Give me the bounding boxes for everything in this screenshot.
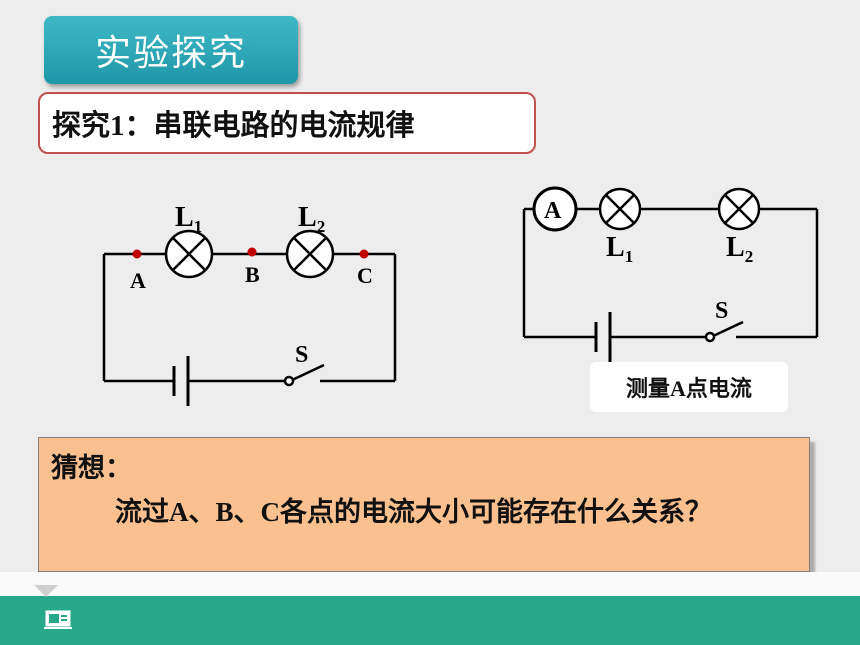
- footer-bar: [0, 596, 860, 645]
- right-circuit: [522, 186, 819, 362]
- right-lamp1-label: L1: [606, 232, 633, 266]
- left-switch-icon: [283, 363, 325, 387]
- guess-heading: 猜想：: [51, 453, 132, 483]
- left-battery-icon: [172, 356, 190, 406]
- measure-caption: 测量A点电流: [590, 362, 788, 412]
- point-a-dot: [132, 249, 142, 259]
- point-c-dot: [359, 249, 369, 259]
- point-b-label: B: [245, 262, 260, 287]
- point-c-label: C: [357, 263, 373, 288]
- left-switch-label: S: [295, 342, 308, 368]
- right-lamp2-icon: [717, 187, 761, 231]
- left-lamp2-label: L2: [298, 202, 325, 236]
- footer-band: [0, 572, 860, 596]
- footer-notch: [34, 585, 58, 597]
- ammeter-label: A: [544, 198, 562, 224]
- left-measure-points: [132, 247, 369, 259]
- topic-label: 探究1：串联电路的电流规律: [38, 92, 536, 154]
- point-b-dot: [247, 247, 257, 257]
- left-lamp1-label: L1: [175, 202, 202, 236]
- left-lamp1-icon: [164, 229, 214, 279]
- left-lamp2-icon: [285, 229, 335, 279]
- slide-show-icon[interactable]: [44, 609, 74, 631]
- right-switch-icon: [704, 320, 744, 343]
- topic-text: 探究1：串联电路的电流规律: [52, 110, 415, 142]
- point-a-label: A: [130, 268, 146, 293]
- guess-box: 猜想： 流过A、B、C各点的电流大小可能存在什么关系？: [38, 437, 810, 572]
- right-battery-icon: [594, 312, 612, 362]
- right-switch-label: S: [715, 298, 728, 324]
- section-title: 实验探究: [44, 16, 298, 84]
- guess-text: 流过A、B、C各点的电流大小可能存在什么关系？: [115, 497, 713, 527]
- right-lamp2-label: L2: [726, 232, 753, 266]
- right-lamp1-icon: [598, 187, 642, 231]
- ammeter-icon: [532, 186, 578, 232]
- left-circuit: [102, 229, 397, 406]
